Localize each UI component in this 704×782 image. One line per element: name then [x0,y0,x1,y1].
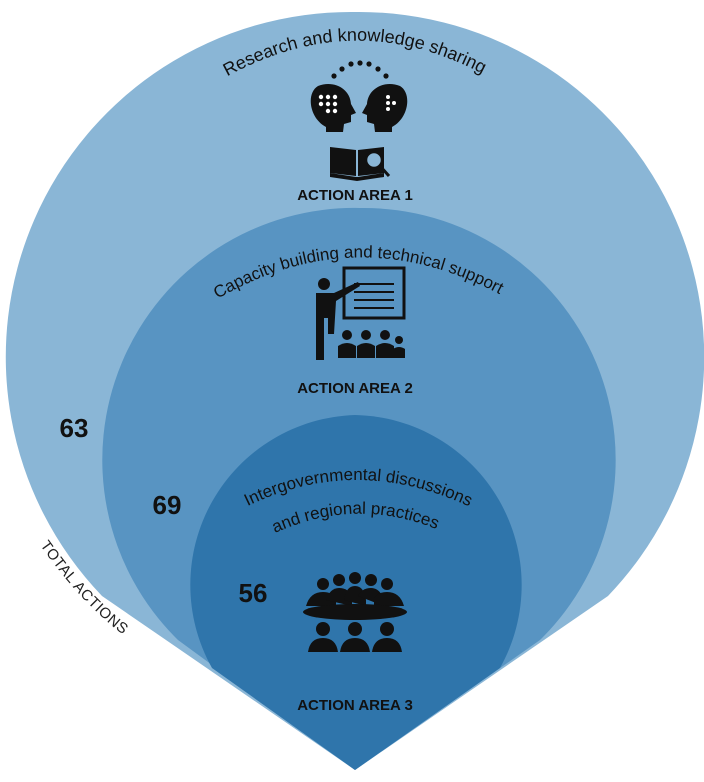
action-area-2-label: ACTION AREA 2 [297,380,413,397]
action-area-2-total: 69 [153,490,182,520]
action-area-3-label: ACTION AREA 3 [297,697,413,714]
two-heads-knowledge-icon [310,60,408,181]
presentation-teacher-icon [316,266,406,360]
action-area-3-total: 56 [239,578,268,608]
action-area-1-label: ACTION AREA 1 [297,187,413,204]
meeting-group-icon [303,572,407,652]
action-area-1-total: 63 [60,413,89,443]
